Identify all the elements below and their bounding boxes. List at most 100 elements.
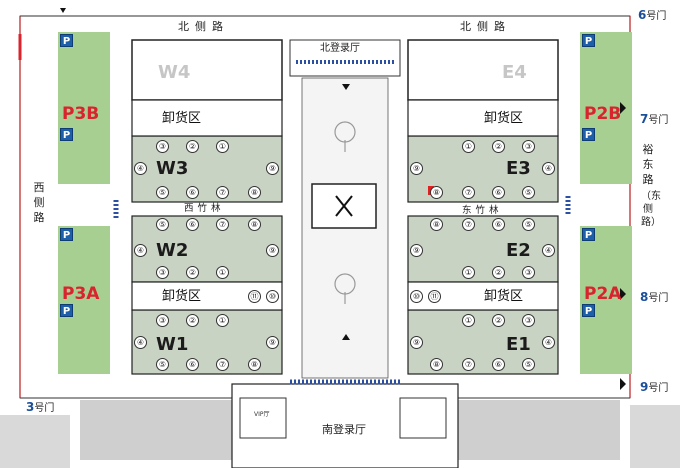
door-marker: ⑤ <box>156 358 169 371</box>
gate-7: 7号门 <box>640 112 669 126</box>
door-marker: ① <box>216 266 229 279</box>
door-marker: ⑧ <box>430 186 443 199</box>
hall-e3-label: E3 <box>506 158 531 179</box>
south-lobby-label: 南登录厅 <box>322 423 366 436</box>
gate-8: 8号门 <box>640 290 669 304</box>
hall-w1-label: W1 <box>156 334 189 355</box>
north-lobby-box <box>289 39 401 77</box>
hall-e2-label: E2 <box>506 240 531 261</box>
door-marker: ⑨ <box>266 244 279 257</box>
door-marker: ⑧ <box>430 218 443 231</box>
door-marker: ⑦ <box>462 218 475 231</box>
arrow-icon <box>342 84 350 90</box>
door-marker: ① <box>216 140 229 153</box>
north-road-label-right: 北侧路 <box>460 20 511 33</box>
arrow-icon <box>620 378 626 390</box>
parking-sign-icon: P <box>60 34 73 47</box>
door-marker: ⑨ <box>266 162 279 175</box>
door-marker: ⑥ <box>492 358 505 371</box>
door-marker: ① <box>462 266 475 279</box>
door-marker: ② <box>492 140 505 153</box>
parking-p3a-area <box>58 226 110 374</box>
southwest-block <box>0 415 70 468</box>
north-road-label-left: 北侧路 <box>178 20 229 33</box>
door-marker: ③ <box>156 140 169 153</box>
hall-e4-label: E4 <box>502 62 527 83</box>
hall-e4-outline <box>407 39 559 101</box>
vip-room-label: VIP厅 <box>254 411 270 418</box>
southeast-block <box>630 405 680 468</box>
door-marker: ⑪ <box>248 290 261 303</box>
parking-p3b-label: P3B <box>62 104 100 124</box>
hall-e1-label: E1 <box>506 334 531 355</box>
parking-p2a-area <box>580 226 632 374</box>
e-unload-north <box>407 99 559 137</box>
tree-icon <box>334 121 356 152</box>
parking-p2b-label: P2B <box>584 104 622 124</box>
door-marker: ② <box>186 314 199 327</box>
hall-w3-label: W3 <box>156 158 189 179</box>
door-marker: ⑨ <box>266 336 279 349</box>
parking-sign-icon: P <box>60 128 73 141</box>
door-marker: ⑧ <box>248 218 261 231</box>
door-marker: ③ <box>156 314 169 327</box>
west-road-label: 西侧路 <box>33 181 45 224</box>
door-marker: ② <box>186 266 199 279</box>
door-marker: ④ <box>134 244 147 257</box>
door-marker: ① <box>462 140 475 153</box>
door-marker: ⑥ <box>492 186 505 199</box>
east-corridor-label: 东竹林 <box>462 205 503 216</box>
door-marker: ⑤ <box>522 218 535 231</box>
hall-w2-label: W2 <box>156 240 189 261</box>
vip-room <box>239 397 287 439</box>
door-marker: ④ <box>134 336 147 349</box>
parking-sign-icon: P <box>582 34 595 47</box>
door-marker: ⑤ <box>156 218 169 231</box>
door-marker: ⑩ <box>410 290 423 303</box>
unload-e-mid-label: 卸货区 <box>484 289 524 304</box>
gate-6: 6号门 <box>638 8 667 22</box>
door-marker: ③ <box>522 266 535 279</box>
north-lobby-label: 北登录厅 <box>320 43 360 54</box>
parking-sign-icon: P <box>582 228 595 241</box>
parking-sign-icon: P <box>582 304 595 317</box>
door-marker: ④ <box>134 162 147 175</box>
parking-p3b-area <box>58 32 110 184</box>
door-marker: ① <box>216 314 229 327</box>
east-road-paren: （东侧路） <box>641 191 661 228</box>
arrow-icon <box>620 288 626 300</box>
door-marker: ④ <box>542 244 555 257</box>
parking-sign-icon: P <box>582 128 595 141</box>
door-marker: ③ <box>522 314 535 327</box>
parking-sign-icon: P <box>60 228 73 241</box>
south-room-right <box>399 397 447 439</box>
unload-w-north-label: 卸货区 <box>162 111 202 126</box>
gate-3: 3号门 <box>26 400 55 414</box>
w-unload-north <box>131 99 283 137</box>
door-marker: ⑧ <box>430 358 443 371</box>
door-marker: ⑦ <box>216 186 229 199</box>
door-marker: ⑥ <box>186 358 199 371</box>
door-marker: ③ <box>522 140 535 153</box>
door-marker: ⑤ <box>522 186 535 199</box>
door-marker: ⑥ <box>492 218 505 231</box>
door-marker: ⑨ <box>410 162 423 175</box>
door-marker: ⑤ <box>156 186 169 199</box>
parking-sign-icon: P <box>60 304 73 317</box>
door-marker: ⑦ <box>462 358 475 371</box>
door-marker: ④ <box>542 162 555 175</box>
arrow-icon <box>60 8 66 13</box>
door-marker: ⑧ <box>248 358 261 371</box>
door-marker: ⑦ <box>216 218 229 231</box>
unload-e-north-label: 卸货区 <box>484 111 524 126</box>
door-marker: ② <box>492 314 505 327</box>
door-marker: ⑪ <box>428 290 441 303</box>
door-marker: ① <box>462 314 475 327</box>
hall-w4-label: W4 <box>158 62 191 83</box>
door-marker: ⑨ <box>410 244 423 257</box>
door-marker: ⑤ <box>522 358 535 371</box>
arrow-icon <box>342 334 350 340</box>
unload-w-mid-label: 卸货区 <box>162 289 202 304</box>
